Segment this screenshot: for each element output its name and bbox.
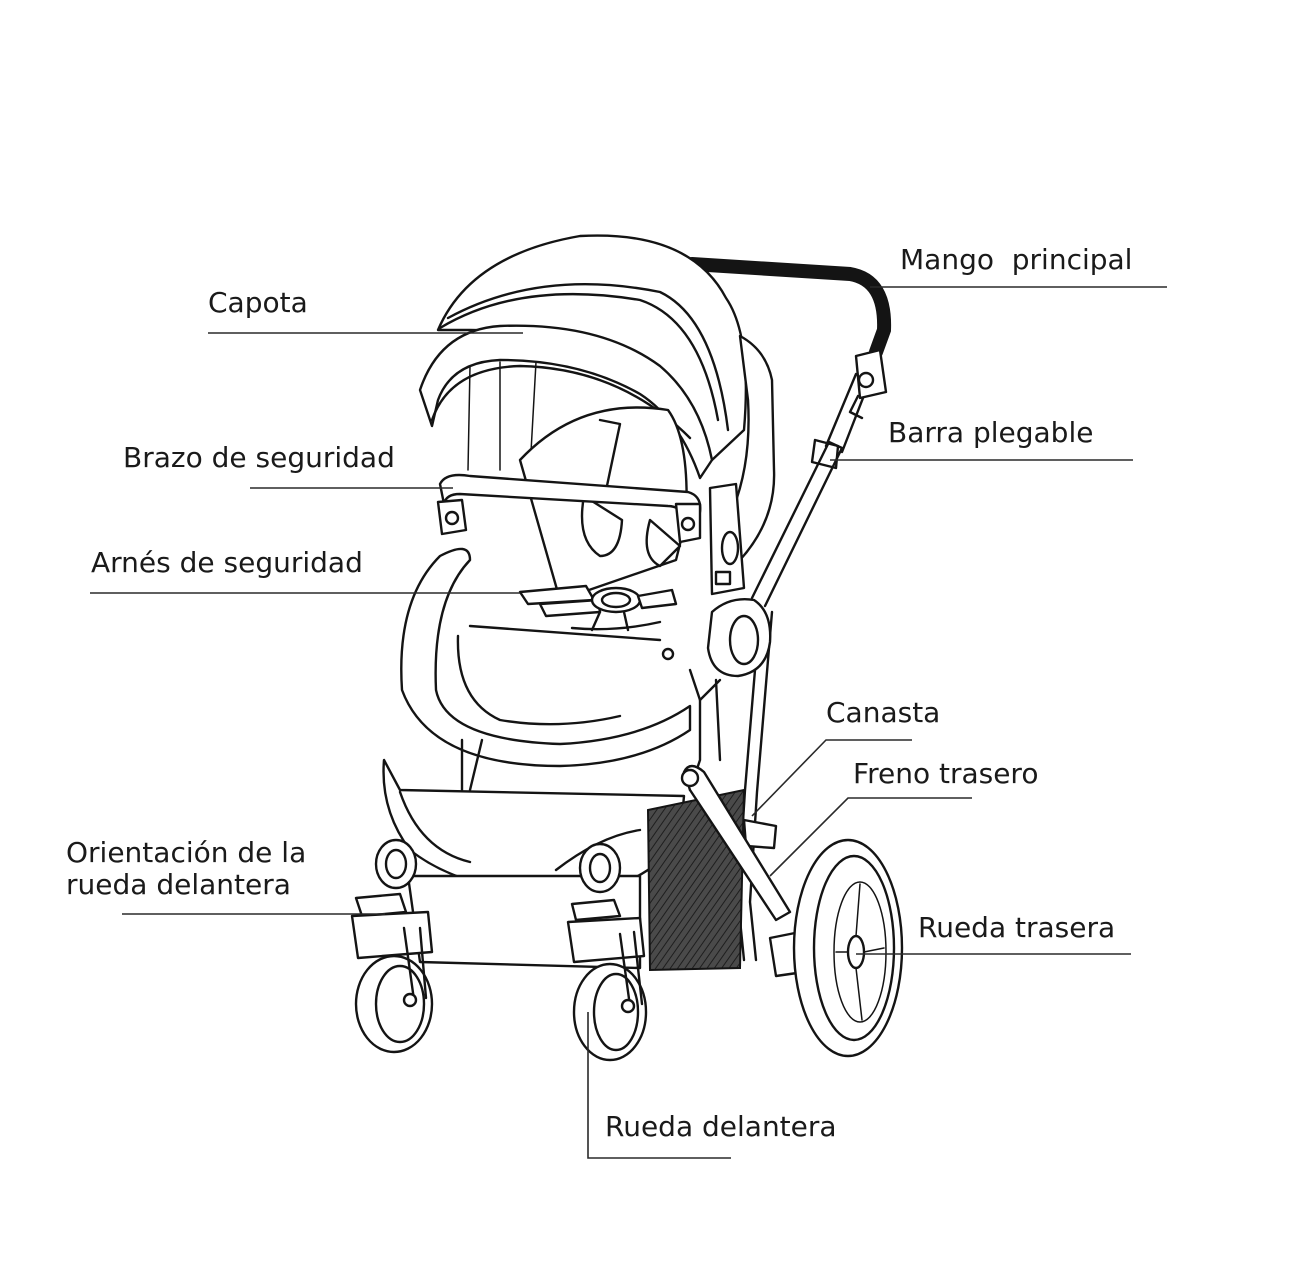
leader-rueda-delantera [587,1012,731,1159]
label-rueda-delantera: Rueda delantera [605,1110,837,1143]
label-brazo-de-seguridad: Brazo de seguridad [123,441,395,474]
main-handle [685,257,892,420]
leader-freno-trasero [769,797,972,877]
labels: Capota Mango principal Barra plegable Br… [66,243,1132,1143]
safety-bar [436,473,702,544]
label-rueda-trasera: Rueda trasera [918,911,1115,944]
rear-wheel [792,838,904,1058]
label-freno-trasero: Freno trasero [853,757,1038,790]
seat-shell [400,547,692,792]
seat [518,406,688,632]
label-arnes-de-seguridad: Arnés de seguridad [91,546,363,579]
canopy [418,234,776,562]
stroller-illustration [350,234,904,1062]
label-mango-principal: Mango principal [900,243,1132,276]
label-canasta: Canasta [826,696,940,729]
label-capota: Capota [208,286,308,319]
front-right-wheel [566,842,648,1062]
label-orientacion-rueda-line1: Orientación de la [66,836,306,869]
leader-canasta [751,739,912,817]
label-orientacion-rueda-line2: rueda delantera [66,868,291,901]
leader-lines [90,286,1167,1159]
label-barra-plegable: Barra plegable [888,416,1093,449]
fold-joint [661,482,772,678]
front-left-wheel [350,838,434,1054]
